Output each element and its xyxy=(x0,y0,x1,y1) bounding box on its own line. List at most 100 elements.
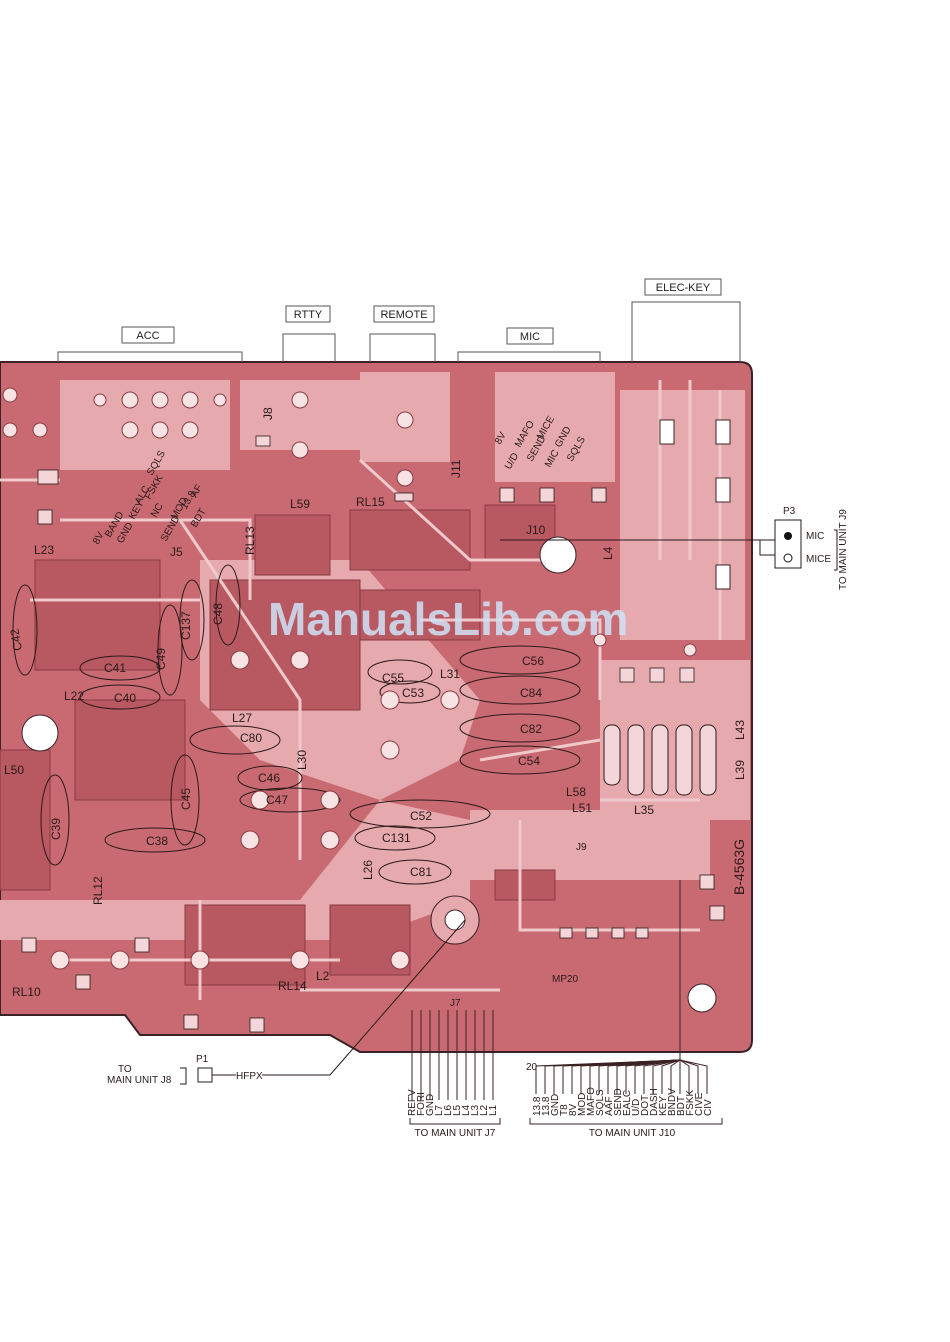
traces xyxy=(0,380,722,1000)
j10-pin: MOD xyxy=(577,1093,588,1116)
j10-pin: SQLS xyxy=(595,1089,606,1116)
svg-text:L30: L30 xyxy=(295,750,309,770)
svg-text:8V: 8V xyxy=(493,430,509,446)
capacitor-outlines xyxy=(12,564,581,885)
svg-text:RL15: RL15 xyxy=(356,495,385,509)
svg-text:C42: C42 xyxy=(7,627,25,651)
j10-pin: 13.8 xyxy=(541,1096,552,1116)
j7-pin: L1 xyxy=(488,1104,499,1116)
j10-pin: MAFO xyxy=(586,1087,597,1116)
j10-pin: AAF xyxy=(604,1097,615,1116)
svg-text:J8: J8 xyxy=(261,407,275,420)
j7-pin: L6 xyxy=(443,1104,454,1116)
dark-blocks xyxy=(0,504,556,986)
svg-text:L26: L26 xyxy=(361,860,375,880)
svg-text:C55: C55 xyxy=(382,671,404,685)
svg-text:L31: L31 xyxy=(440,667,460,681)
j10-pin: SEND xyxy=(613,1088,624,1116)
svg-text:J11: J11 xyxy=(449,459,463,478)
svg-text:L27: L27 xyxy=(232,711,252,725)
svg-text:C131: C131 xyxy=(382,831,411,845)
svg-text:C81: C81 xyxy=(410,865,432,879)
svg-text:P3: P3 xyxy=(783,506,796,517)
svg-text:L51: L51 xyxy=(572,801,592,815)
j10-pin: KEY xyxy=(658,1096,669,1116)
rtty-connector-label: RTTY xyxy=(285,305,331,323)
svg-text:C39: C39 xyxy=(49,818,63,840)
svg-text:C45: C45 xyxy=(179,788,193,810)
j10-pin: U/D xyxy=(631,1099,642,1116)
svg-text:L50: L50 xyxy=(4,763,24,777)
j10-pin: GND xyxy=(550,1094,561,1116)
svg-text:C48: C48 xyxy=(211,603,225,625)
svg-text:RL13: RL13 xyxy=(243,526,257,555)
svg-text:RL12: RL12 xyxy=(91,876,105,905)
acc-connector-label: ACC xyxy=(121,326,175,344)
j10-pin: DASH xyxy=(649,1088,660,1116)
svg-text:L2: L2 xyxy=(316,969,330,983)
j7-pin: REFV xyxy=(407,1089,418,1116)
elec-key-pads xyxy=(659,419,731,590)
j7-pin: L4 xyxy=(461,1104,472,1116)
remote-connector-label: REMOTE xyxy=(373,305,435,323)
j10-pin: BNDV xyxy=(667,1088,678,1116)
j7-pin: L5 xyxy=(452,1104,463,1116)
inductor-row xyxy=(603,724,717,796)
header-outlines xyxy=(57,301,741,362)
svg-text:L22: L22 xyxy=(64,689,84,703)
svg-text:MIC: MIC xyxy=(806,531,824,542)
svg-text:C41: C41 xyxy=(104,661,126,675)
svg-text:TO MAIN UNIT J9: TO MAIN UNIT J9 xyxy=(838,509,849,590)
elec-key-connector-label: ELEC-KEY xyxy=(644,278,722,296)
svg-text:MICE: MICE xyxy=(806,554,831,565)
svg-text:L35: L35 xyxy=(634,803,654,817)
svg-text:C49: C49 xyxy=(154,648,168,670)
svg-text:C53: C53 xyxy=(402,686,424,700)
j10-pin: T8 xyxy=(559,1104,570,1116)
j7-pin: FORI xyxy=(416,1092,427,1116)
mic-connector-label: MIC xyxy=(506,327,554,345)
j10-pin: 13.8 xyxy=(532,1096,543,1116)
svg-text:L39: L39 xyxy=(733,760,747,780)
svg-text:C56: C56 xyxy=(522,654,544,668)
j10-number: 20 xyxy=(526,1062,538,1073)
svg-text:C52: C52 xyxy=(410,809,432,823)
j7-pin: GND xyxy=(425,1094,436,1116)
j10-pin-labels: 20 13.8 13.8 GND T8 8V MOD MAFO SQLS AAF… xyxy=(526,1062,714,1139)
watermark: ManualsLib.com xyxy=(268,593,628,645)
j10-pin: CIV xyxy=(703,1099,714,1116)
j7-destination: TO MAIN UNIT J7 xyxy=(415,1128,496,1139)
svg-text:L23: L23 xyxy=(34,543,54,557)
svg-text:C38: C38 xyxy=(146,834,168,848)
j10-pin: CIVE xyxy=(694,1092,705,1116)
svg-text:MP20: MP20 xyxy=(552,974,579,985)
svg-text:C40: C40 xyxy=(114,691,136,705)
svg-text:C46: C46 xyxy=(258,771,280,785)
svg-text:ACC: ACC xyxy=(136,330,159,342)
mounting-holes xyxy=(21,536,717,1013)
component-labels: C56 C84 C82 C54 C55 C53 C52 C131 C81 C46… xyxy=(4,407,747,1009)
svg-text:MIC: MIC xyxy=(520,331,540,343)
svg-text:ELEC-KEY: ELEC-KEY xyxy=(656,282,711,294)
svg-text:TO: TO xyxy=(118,1064,132,1075)
svg-text:8V: 8V xyxy=(91,530,107,546)
svg-text:J5: J5 xyxy=(170,545,183,559)
pads xyxy=(2,387,697,970)
svg-text:RTTY: RTTY xyxy=(294,309,323,321)
j10-destination: TO MAIN UNIT J10 xyxy=(589,1128,676,1139)
svg-text:P1: P1 xyxy=(196,1054,209,1065)
svg-text:L58: L58 xyxy=(566,785,586,799)
svg-text:C84: C84 xyxy=(520,686,542,700)
j10-pin: 8V xyxy=(568,1103,579,1116)
j10-bus xyxy=(529,880,723,1125)
p1-connector: TO MAIN UNIT J8 P1 HFPX xyxy=(107,919,466,1086)
svg-text:RL14: RL14 xyxy=(278,979,307,993)
j7-pin-labels: REFV FORI GND L7 L6 L5 L4 L3 L2 L1 TO MA… xyxy=(407,1089,499,1139)
svg-text:C82: C82 xyxy=(520,722,542,736)
svg-text:L4: L4 xyxy=(601,546,615,560)
j7-pin: L7 xyxy=(434,1104,445,1116)
j7-pin: L3 xyxy=(470,1104,481,1116)
svg-text:L59: L59 xyxy=(290,497,310,511)
svg-text:C54: C54 xyxy=(518,754,540,768)
